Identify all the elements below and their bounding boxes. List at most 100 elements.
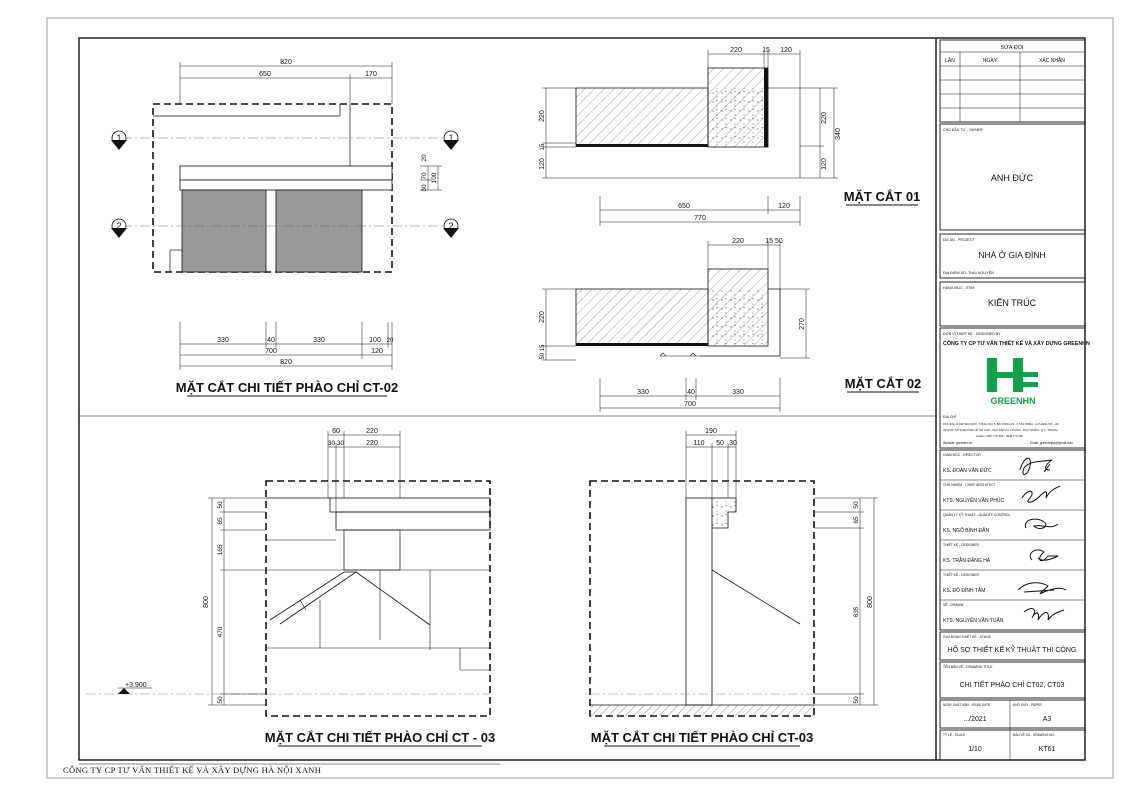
section-01-drawing: 220 15 120 220 15 120 220 340 120 650 12… [539,47,920,226]
dim-ct02-650: 650 [259,71,271,78]
dim-ct03l-50b: 50 [217,696,224,704]
dim-ct03l-220a: 220 [366,428,378,435]
footer-company: CÔNG TY CP TƯ VẤN THIẾT KẾ VÀ XÂY DỰNG H… [63,765,322,775]
designer-1-name: KS. TRẦN ĐĂNG HÀ [943,557,991,564]
ct03-right-drawing: 190 110 50 30 50 65 635 800 50 MẶT CẮT C… [589,428,878,747]
dim-ct02-70: 70 [421,172,428,180]
dim-mc01-220-right: 220 [821,112,828,124]
outer-border [46,17,1114,779]
paper-label: KHỔ GIẤY - PAPER [1013,702,1042,707]
dim-ct03l-50a: 50 [217,501,224,509]
address-line-2: VP HCM: SỐ 34 ĐƯỜNG LÊ THỊ CHỢ - KHU DÂN… [943,427,1058,432]
dim-mc02-330a: 330 [637,389,649,396]
address-label: ĐỊA CHỈ [943,414,956,419]
dim-mc01-15-top: 15 [762,47,770,54]
drawing-number-value: KT61 [1039,746,1056,753]
revision-col-xacnhan: XÁC NHẬN [1039,57,1065,64]
section-01-title: MẶT CẮT 01 [844,189,921,204]
dim-mc01-340: 340 [835,128,842,140]
dim-mc02-330b: 330 [732,389,744,396]
issue-date-label: NGÀY XUẤT BẢN - ISSUE DATE [943,702,990,707]
dim-mc01-650: 650 [678,203,690,210]
dim-ct03l-3030: 30 30 [328,440,345,447]
drawn-label: VẼ - DRAWN [943,602,964,607]
dim-mc01-220-left: 220 [539,110,546,122]
project-location: ĐỊA ĐIỂM XD: THÁI NGUYÊN [943,270,994,275]
paper-value: A3 [1043,716,1052,723]
designer-1-label: THIẾT KẾ - DESIGNER [943,542,979,547]
dim-ct02-820-bottom: 820 [280,359,292,366]
dim-ct02-700: 700 [265,348,277,355]
dim-mc01-120-bottom: 120 [778,203,790,210]
ct03-right-title: MẶT CẮT CHI TIẾT PHÀO CHỈ CT-03 [591,730,813,745]
revision-header: SỬA ĐỔI [1000,44,1024,51]
dim-ct02-100b: 100 [369,337,381,344]
dim-ct03l-220b: 220 [366,440,378,447]
dim-mc02-40: 40 [687,389,695,396]
dim-ct03r-30: 30 [729,440,737,447]
drawing-number-label: BẢN VẼ SỐ - DRAWING NO. [1013,732,1055,737]
dim-mc02-700: 700 [684,401,696,408]
dim-ct02-30: 30 [421,184,428,192]
ct02-section-drawing: 1 1 2 2 820 650 170 70 100 30 20 [111,59,459,397]
address-line-1: VP1: BT1-16 KĐT ĐẠI SƠN - TỔNG CỤC 5, BỘ… [943,421,1059,426]
dim-mc01-220-top: 220 [730,47,742,54]
project-name: NHÀ Ở GIA ĐÌNH [978,249,1045,260]
revision-col-ngay: NGÀY [983,57,998,64]
scale-value: 1/10 [968,746,982,753]
dim-ct03r-50a: 50 [853,501,860,509]
qc-label: QUẢN LÝ KỸ THUẬT - QUALITY CONTROL [943,512,1011,517]
dim-mc01-120-top: 120 [780,47,792,54]
logo-text: GREENHN [990,396,1035,406]
website: Website: greenhn.vn [943,441,972,445]
dim-ct02-820-top: 820 [280,59,292,66]
dim-ct02-20b: 20 [387,338,394,344]
dim-ct02-20: 20 [421,154,428,162]
dim-ct03r-65: 65 [853,516,860,524]
issue-date-value: .../2021 [963,716,986,723]
drawn-name: KTS. NGUYỄN VĂN TUẤN [943,617,1004,624]
grid-bubble-2-left: 2 [116,221,121,231]
signatures [1017,457,1067,621]
dim-ct03r-110: 110 [693,440,704,447]
stage-label: GIAI ĐOẠN THIẾT KẾ - STAGE [943,634,992,639]
ct02-title: MẶT CẮT CHI TIẾT PHÀO CHỈ CT-02 [176,380,398,395]
designer-name: CÔNG TY CP TƯ VẤN THIẾT KẾ VÀ XÂY DỰNG G… [943,339,1090,347]
director-name: KS. ĐOÀN VĂN ĐỨC [943,467,992,474]
greenhn-logo: GREENHN [987,358,1038,406]
grid-bubble-1-right: 1 [448,133,453,143]
dim-ct03l-165: 165 [217,544,224,555]
dim-ct03r-800: 800 [867,596,874,608]
dim-mc02-220-top: 220 [732,238,744,245]
designer-2-label: THIẾT KẾ - DESIGNER [943,572,979,577]
dim-mc02-270: 270 [799,318,806,330]
dim-mc02-1550: 15 50 [765,238,783,245]
dim-ct03l-470: 470 [217,626,224,637]
scale-label: TỶ LỆ - SCALE [943,732,965,737]
title-block: SỬA ĐỔI LẦN NGÀY XÁC NHẬN CHỦ ĐẦU TƯ - O… [939,39,1090,761]
dim-ct03r-190: 190 [705,428,717,435]
hotline: Hotline: 0967.772.306 - 0948.773.266 [976,434,1023,438]
dim-mc01-120-right: 120 [821,158,828,170]
designer-2-name: KS. ĐỖ ĐÌNH TÂM [943,587,985,594]
chief-label: CHỦ NHIỆM - CHIEF ARCHITECT [943,482,996,487]
designer-label: ĐƠN VỊ THIẾT KẾ - DESIGNED BY [943,331,1001,336]
dim-ct02-40: 40 [267,337,275,344]
owner-label: CHỦ ĐẦU TƯ - OWNER [943,127,983,132]
stage-value: HỒ SƠ THIẾT KẾ KỸ THUẬT THI CÔNG [948,644,1077,654]
qc-name: KS. NGÔ BÌNH ĐÂN [943,527,990,534]
dim-mc01-15-left: 15 [540,143,546,150]
grid-bubble-1-left: 1 [116,133,121,143]
dim-ct02-330b: 330 [313,337,325,344]
dim-ct03r-635: 635 [853,606,860,617]
category-label: HẠNG MỤC - ITEM [943,286,974,290]
dim-ct03l-60: 60 [332,428,340,435]
dim-ct03l-65: 65 [217,517,224,525]
dim-mc02-5015: 50 15 [540,344,546,360]
revision-col-lan: LẦN [945,57,955,64]
elevation-label: +3.900 [125,682,147,689]
category-name: KIẾN TRÚC [988,298,1037,308]
drawing-title-label: TÊN BẢN VẼ - DRAWING TITLE [943,664,993,669]
project-label: DỰ ÁN - PROJECT [943,238,975,242]
dim-ct02-100: 100 [431,172,438,183]
